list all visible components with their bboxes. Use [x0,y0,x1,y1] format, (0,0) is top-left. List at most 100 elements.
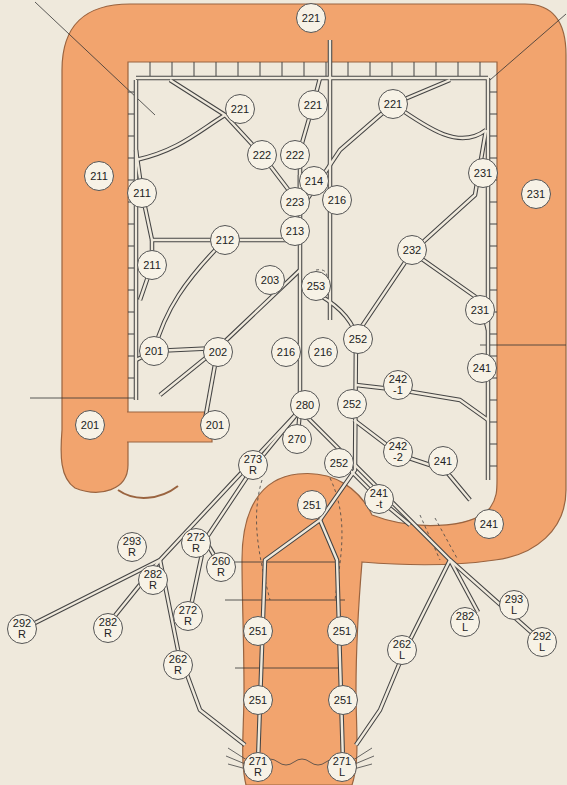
station-circle: 252 [337,389,367,419]
station-circle: 251 [297,490,327,520]
station-number: 202 [209,347,227,358]
station-circle: 223 [280,187,310,217]
station-number: 252 [349,334,367,345]
vasa-recta-line [216,62,217,78]
vasa-recta-line [348,62,349,78]
station-circle: 262 R [163,650,193,680]
station-circle: 251 [328,685,358,715]
station-number: 221 [304,100,322,111]
station-number: 213 [286,226,304,237]
station-number: 253 [307,281,325,292]
station-number: 201 [206,420,224,431]
station-number: 214 [305,176,323,187]
station-circle: 222 [247,140,277,170]
station-number: 221 [384,99,402,110]
station-circle: 211 [127,178,157,208]
station-circle: 260 R [206,552,236,582]
appendix [118,486,178,498]
station-circle: 251 [243,685,273,715]
vasa-recta-line [436,62,437,78]
section-line [490,14,566,80]
station-number: 251 [249,695,267,706]
station-circle: 293 R [117,532,147,562]
station-number: 292 R [13,618,31,640]
station-circle: 241 [467,353,497,383]
station-number: 293 L [505,594,523,616]
station-number: 242 -1 [389,374,407,396]
station-number: 280 [296,400,314,411]
station-circle: 221 [378,89,408,119]
vasa-recta-line [480,62,481,78]
station-circle: 231 [468,158,498,188]
station-number: 252 [343,399,361,410]
station-circle: 201 [139,336,169,366]
vasa-recta-line [392,62,393,78]
station-circle: 216 [308,337,338,367]
station-number: 222 [286,150,304,161]
station-circle: 232 [397,235,427,265]
station-circle: 213 [280,216,310,246]
station-circle: 292 R [7,614,37,644]
station-circle: 222 [280,140,310,170]
station-circle: 231 [465,295,495,325]
station-number: 216 [314,347,332,358]
section-line [225,600,345,601]
station-number: 216 [277,347,295,358]
station-number: 282 R [99,617,117,639]
station-circle: 201 [75,410,105,440]
station-number: 211 [133,188,151,199]
station-number: 223 [286,197,304,208]
station-circle: 251 [243,616,273,646]
station-circle: 253 [301,271,331,301]
station-number: 203 [261,275,279,286]
station-number: 241 [473,363,491,374]
station-number: 251 [303,500,321,511]
station-circle: 203 [255,265,285,295]
station-circle: 282 L [450,607,480,637]
station-circle: 242 -1 [383,370,413,400]
station-circle: 221 [298,90,328,120]
station-number: 231 [474,168,492,179]
station-circle: 241 -t [364,484,394,514]
station-number: 201 [81,420,99,431]
vasa-recta-line [326,62,327,78]
vasa-recta-line [282,62,283,78]
station-number: 252 [330,458,348,469]
vasa-recta-line [370,62,371,78]
vessel-lumen [25,40,540,762]
station-circle: 216 [322,185,352,215]
vasa-recta-line [150,62,151,78]
station-number: 222 [253,150,271,161]
vessel-outline [25,40,540,762]
station-circle: 221 [225,94,255,124]
station-circle: 292 L [527,627,557,657]
station-circle: 242 -2 [383,437,413,467]
station-circle: 252 [343,324,373,354]
station-circle: 251 [327,616,357,646]
station-number: 251 [333,626,351,637]
station-circle: 241 [474,509,504,539]
station-number: 216 [328,195,346,206]
station-number: 251 [334,695,352,706]
station-circle: 252 [324,448,354,478]
station-number: 241 [434,456,452,467]
station-number: 273 R [244,454,262,476]
vasa-recta-line [414,62,415,78]
station-circle: 216 [271,337,301,367]
station-circle: 262 L [387,635,417,665]
station-number: 262 L [393,639,411,661]
station-circle: 282 R [138,565,168,595]
station-number: 231 [471,305,489,316]
station-number: 293 R [123,536,141,558]
station-number: 231 [527,189,545,200]
station-circle: 270 [282,424,312,454]
station-circle: 272 R [181,528,211,558]
station-circle: 212 [210,225,240,255]
vasa-recta-line [238,62,239,78]
vasa-recta-line [304,62,305,78]
station-number: 211 [90,171,108,182]
station-number: 242 -2 [389,441,407,463]
station-number: 272 R [179,605,197,627]
section-line [235,668,340,669]
station-number: 282 L [456,611,474,633]
